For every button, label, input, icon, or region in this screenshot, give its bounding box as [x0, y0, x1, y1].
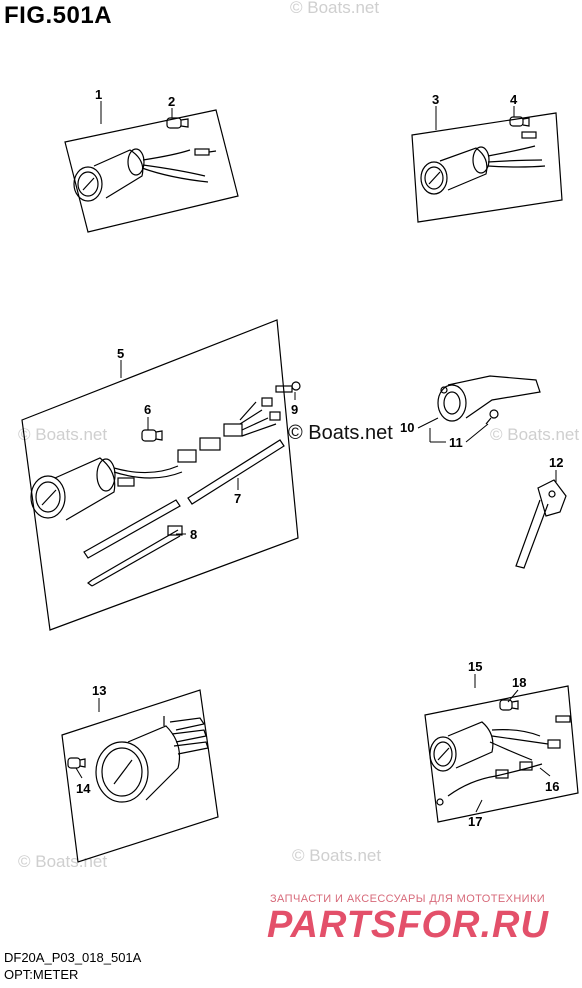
box-meter-13 [61, 689, 219, 863]
callout-9: 9 [291, 402, 298, 417]
callout-4: 4 [510, 92, 518, 107]
callout-14: 14 [76, 781, 91, 796]
leader-lines [75, 101, 557, 813]
footer-caption: OPT:METER [4, 967, 79, 982]
box-meter-5 [21, 319, 299, 631]
bulb-4-illustration [509, 116, 537, 139]
callout-7: 7 [234, 491, 241, 506]
meter-5-illustration [30, 457, 135, 521]
bulb-2-illustration [166, 117, 189, 129]
box-meter-15 [424, 685, 579, 823]
tie-8-illustration [87, 525, 183, 587]
callout-3: 3 [432, 92, 439, 107]
watermark-left: © Boats.net [18, 425, 108, 444]
connector-1-illustration [194, 148, 217, 156]
callout-8: 8 [190, 527, 197, 542]
callout-17: 17 [468, 814, 482, 829]
callout-6: 6 [144, 402, 151, 417]
partsfor-tagline: ЗАПЧАСТИ И АКСЕССУАРЫ ДЛЯ МОТОТЕХНИКИ [270, 893, 546, 905]
box-meter-3 [411, 112, 563, 223]
callout-5: 5 [117, 346, 124, 361]
harness-16-illustration [436, 761, 543, 806]
callout-13: 13 [92, 683, 106, 698]
callout-1: 1 [95, 87, 102, 102]
callout-16: 16 [545, 779, 559, 794]
callout-10: 10 [400, 420, 414, 435]
box-tachometer-1 [64, 109, 239, 233]
bracket-12-illustration [515, 479, 567, 569]
bulb-14-illustration [67, 757, 86, 769]
watermark-center: © Boats.net [288, 422, 393, 444]
screw-11-illustration [485, 409, 499, 425]
tube-7-illustration [187, 439, 285, 505]
callout-labels: 1 2 3 4 5 6 7 8 9 10 11 12 13 14 15 16 1… [76, 87, 563, 829]
watermark-top: © Boats.net [290, 0, 380, 17]
callout-11: 11 [449, 435, 463, 450]
switch-10-illustration [437, 375, 541, 422]
bulb-18-illustration [499, 699, 571, 723]
meter-13-illustration [95, 716, 209, 803]
meter-1-illustration [73, 148, 209, 202]
harness-5-illustration [113, 397, 281, 479]
meter-3-illustration [420, 145, 546, 195]
tube-7b-illustration [83, 499, 181, 559]
watermark-bottom-left: © Boats.net [18, 852, 108, 871]
watermark-right: © Boats.net [490, 425, 580, 444]
callout-18: 18 [512, 675, 526, 690]
bulb-6-illustration [141, 429, 163, 442]
figure-title: FIG.501A [4, 2, 113, 29]
connector-9-illustration [275, 381, 301, 393]
watermark-bottom-center: © Boats.net [292, 846, 382, 865]
callout-15: 15 [468, 659, 482, 674]
partsfor-logo: PARTSFOR.RU [267, 904, 549, 946]
callout-2: 2 [168, 94, 175, 109]
callout-12: 12 [549, 455, 563, 470]
footer-code: DF20A_P03_018_501A [4, 950, 142, 965]
meter-15-illustration [429, 721, 561, 772]
